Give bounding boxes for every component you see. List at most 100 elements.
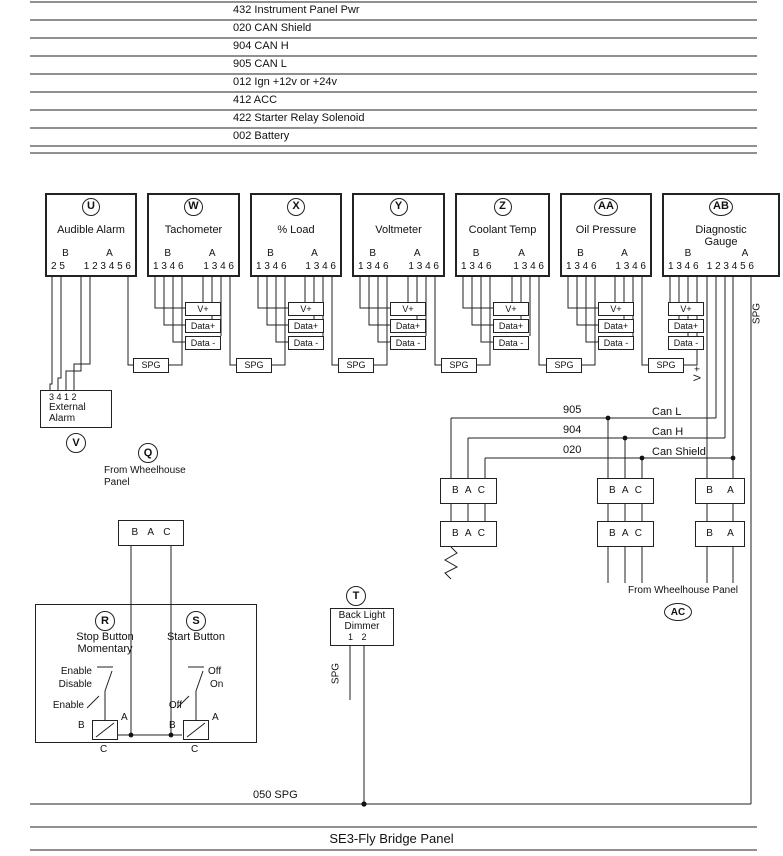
bus-label-905: 905 CAN L bbox=[233, 58, 287, 70]
data-plus-stub: Data+ bbox=[668, 319, 704, 333]
gauge-name: Diagnostic Gauge bbox=[695, 224, 747, 248]
data-plus-stub: Data+ bbox=[390, 319, 426, 333]
bus-label-020: 020 CAN Shield bbox=[233, 22, 312, 34]
stop-button-id-badge: R bbox=[95, 611, 115, 631]
data-minus-stub: Data - bbox=[668, 336, 704, 350]
data-minus-stub: Data - bbox=[493, 336, 529, 350]
gauge-id-badge: Y bbox=[354, 198, 443, 216]
external-alarm-pins: 3 4 1 2 bbox=[49, 392, 77, 402]
wheelhouse-bac-connector: B A C bbox=[118, 520, 184, 546]
stop-button-name-1: Stop Button bbox=[76, 631, 134, 643]
stop-pos-disable: Disable bbox=[58, 679, 92, 690]
spg-stub: SPG bbox=[546, 358, 582, 373]
external-alarm-id-badge: V bbox=[66, 433, 86, 453]
data-plus-stub: Data+ bbox=[493, 319, 529, 333]
stop-pos-enable: Enable bbox=[60, 666, 92, 677]
can-wires bbox=[444, 417, 734, 583]
dimmer-spg-vertical-label: SPG bbox=[330, 662, 342, 685]
panel-title: SE3-Fly Bridge Panel bbox=[329, 831, 454, 846]
stop-terminal-a: A bbox=[121, 712, 128, 723]
gauge-name: Oil Pressure bbox=[575, 224, 637, 236]
external-alarm-box: 3 4 1 2 External Alarm bbox=[40, 390, 112, 428]
bus-label-012: 012 Ign +12v or +24v bbox=[233, 76, 337, 88]
spg-vertical-label: SPG bbox=[751, 302, 763, 325]
start-pos-off: Off bbox=[208, 666, 222, 677]
vplus-stub: V+ bbox=[288, 302, 324, 316]
button-panel-box bbox=[35, 604, 257, 743]
vplus-stub: V+ bbox=[598, 302, 634, 316]
gauge-id-badge: AB bbox=[664, 198, 778, 216]
vplus-vertical-label: V + bbox=[692, 365, 704, 382]
spg-bus-label: 050 SPG bbox=[253, 789, 298, 801]
can-l-name: Can L bbox=[652, 406, 682, 418]
gauge-id-badge: U bbox=[47, 198, 135, 216]
start-terminal-a: A bbox=[212, 712, 219, 723]
start-terminal-c: C bbox=[191, 744, 199, 755]
spg-stub: SPG bbox=[236, 358, 272, 373]
spg-stub: SPG bbox=[133, 358, 169, 373]
bus-label-432: 432 Instrument Panel Pwr bbox=[233, 4, 360, 16]
gauge-name: Audible Alarm bbox=[57, 224, 125, 236]
bottom-lines bbox=[30, 803, 757, 851]
gauge-name: % Load bbox=[277, 224, 315, 236]
can-h-name: Can H bbox=[652, 426, 684, 438]
start-selected-pos: Off bbox=[168, 700, 182, 711]
stop-switch-box bbox=[92, 720, 118, 740]
gauge-id-badge: AA bbox=[562, 198, 650, 216]
spg-stub: SPG bbox=[648, 358, 684, 373]
resistor-squiggle bbox=[444, 546, 459, 580]
data-plus-stub: Data+ bbox=[185, 319, 221, 333]
wheelhouse-id-badge: Q bbox=[138, 443, 158, 463]
vplus-stub: V+ bbox=[493, 302, 529, 316]
dimmer-pins: 1 2 bbox=[348, 632, 367, 642]
vplus-stub: V+ bbox=[185, 302, 221, 316]
can-wheelhouse-caption: From Wheelhouse Panel bbox=[627, 585, 739, 596]
dimmer-box: Back Light Dimmer 1 2 bbox=[330, 608, 394, 646]
gauge-wires bbox=[49, 277, 752, 804]
data-minus-stub: Data - bbox=[390, 336, 426, 350]
wheelhouse-caption-1: From Wheelhouse bbox=[104, 465, 186, 476]
data-minus-stub: Data - bbox=[185, 336, 221, 350]
gauge-id-badge: Z bbox=[457, 198, 548, 216]
bus-label-412: 412 ACC bbox=[233, 94, 278, 106]
gauge-name: Tachometer bbox=[164, 224, 223, 236]
dimmer-name-1: Back Light bbox=[338, 610, 386, 621]
data-plus-stub: Data+ bbox=[598, 319, 634, 333]
vplus-stub: V+ bbox=[390, 302, 426, 316]
can-h-code: 904 bbox=[563, 424, 582, 436]
bus-label-002: 002 Battery bbox=[233, 130, 290, 142]
start-switch-box bbox=[183, 720, 209, 740]
bus-label-422: 422 Starter Relay Solenoid bbox=[233, 112, 365, 124]
start-button-name: Start Button bbox=[166, 631, 226, 643]
can-bac-connector: B A C bbox=[440, 521, 497, 547]
bus-lines bbox=[30, 1, 757, 154]
stop-terminal-c: C bbox=[100, 744, 108, 755]
can-bac-connector: B A C bbox=[597, 478, 654, 504]
vplus-stub: V+ bbox=[668, 302, 704, 316]
spg-stub: SPG bbox=[338, 358, 374, 373]
stop-terminal-b: B bbox=[78, 720, 85, 731]
gauge-id-badge: X bbox=[252, 198, 340, 216]
data-plus-stub: Data+ bbox=[288, 319, 324, 333]
can-l-code: 905 bbox=[563, 404, 582, 416]
can-shield-code: 020 bbox=[563, 444, 582, 456]
